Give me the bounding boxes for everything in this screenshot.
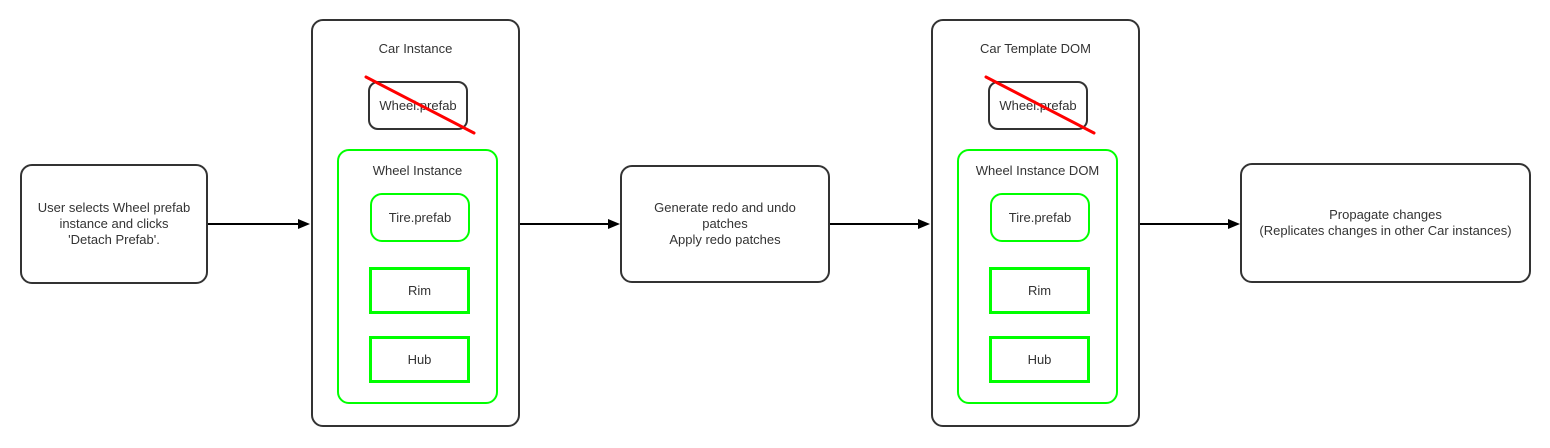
hub-box: Hub bbox=[369, 336, 470, 383]
rim-box-dom: Rim bbox=[989, 267, 1090, 314]
node-generate-patches: Generate redo and undo patches Apply red… bbox=[620, 165, 830, 283]
wheel-instance-container: Wheel Instance Tire.prefab Rim Hub bbox=[337, 149, 498, 404]
connector-arrow-3 bbox=[830, 219, 930, 229]
red-strikethrough-line bbox=[984, 75, 1096, 135]
red-strikethrough-line bbox=[364, 75, 476, 135]
wheel-prefab-crossed-dom: Wheel.prefab bbox=[984, 75, 1096, 135]
node-propagate-changes: Propagate changes (Replicates changes in… bbox=[1240, 163, 1531, 283]
hub-box-dom: Hub bbox=[989, 336, 1090, 383]
tire-prefab-box: Tire.prefab bbox=[370, 193, 470, 242]
wheel-instance-dom-title: Wheel Instance DOM bbox=[975, 163, 1100, 178]
wheel-prefab-crossed: Wheel.prefab bbox=[364, 75, 476, 135]
car-instance-title: Car Instance bbox=[378, 41, 453, 56]
connector-arrow-2 bbox=[520, 219, 620, 229]
wheel-instance-title: Wheel Instance bbox=[372, 163, 463, 178]
rim-box: Rim bbox=[369, 267, 470, 314]
node-car-template-dom: Car Template DOM Wheel.prefab Wheel Inst… bbox=[931, 19, 1140, 427]
tire-prefab-box-dom: Tire.prefab bbox=[990, 193, 1090, 242]
car-template-dom-title: Car Template DOM bbox=[979, 41, 1091, 56]
connector-arrow-4 bbox=[1140, 219, 1240, 229]
connector-arrow-1 bbox=[208, 219, 310, 229]
node-user-selects-detach: User selects Wheel prefab instance and c… bbox=[20, 164, 208, 284]
wheel-instance-dom-container: Wheel Instance DOM Tire.prefab Rim Hub bbox=[957, 149, 1118, 404]
node-car-instance: Car Instance Wheel.prefab Wheel Instance… bbox=[311, 19, 520, 427]
